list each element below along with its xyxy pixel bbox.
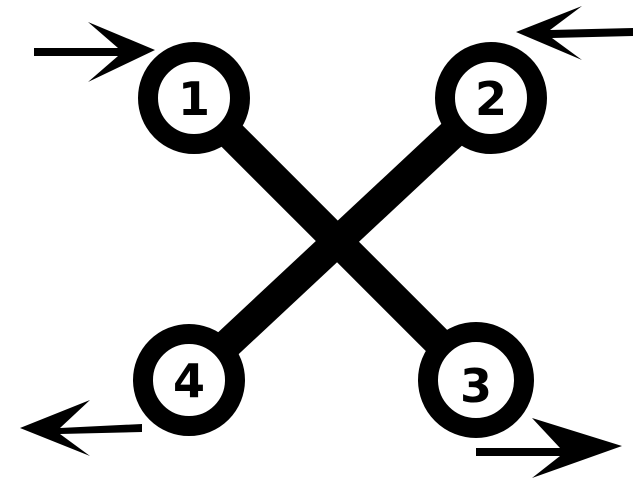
node-4: 4	[133, 324, 245, 436]
arrow-right-icon	[476, 418, 622, 478]
node-1-label: 1	[178, 72, 210, 126]
edge-2-4	[178, 87, 502, 391]
node-2: 2	[435, 42, 547, 154]
node-3-label: 3	[460, 359, 492, 413]
arrow-left-icon	[20, 400, 142, 456]
node-2-label: 2	[475, 72, 507, 126]
arrow-left-icon	[516, 6, 633, 60]
node-3: 3	[418, 322, 534, 438]
arrow-right-icon	[34, 22, 155, 82]
node-4-label: 4	[173, 354, 205, 408]
node-1: 1	[138, 42, 250, 154]
